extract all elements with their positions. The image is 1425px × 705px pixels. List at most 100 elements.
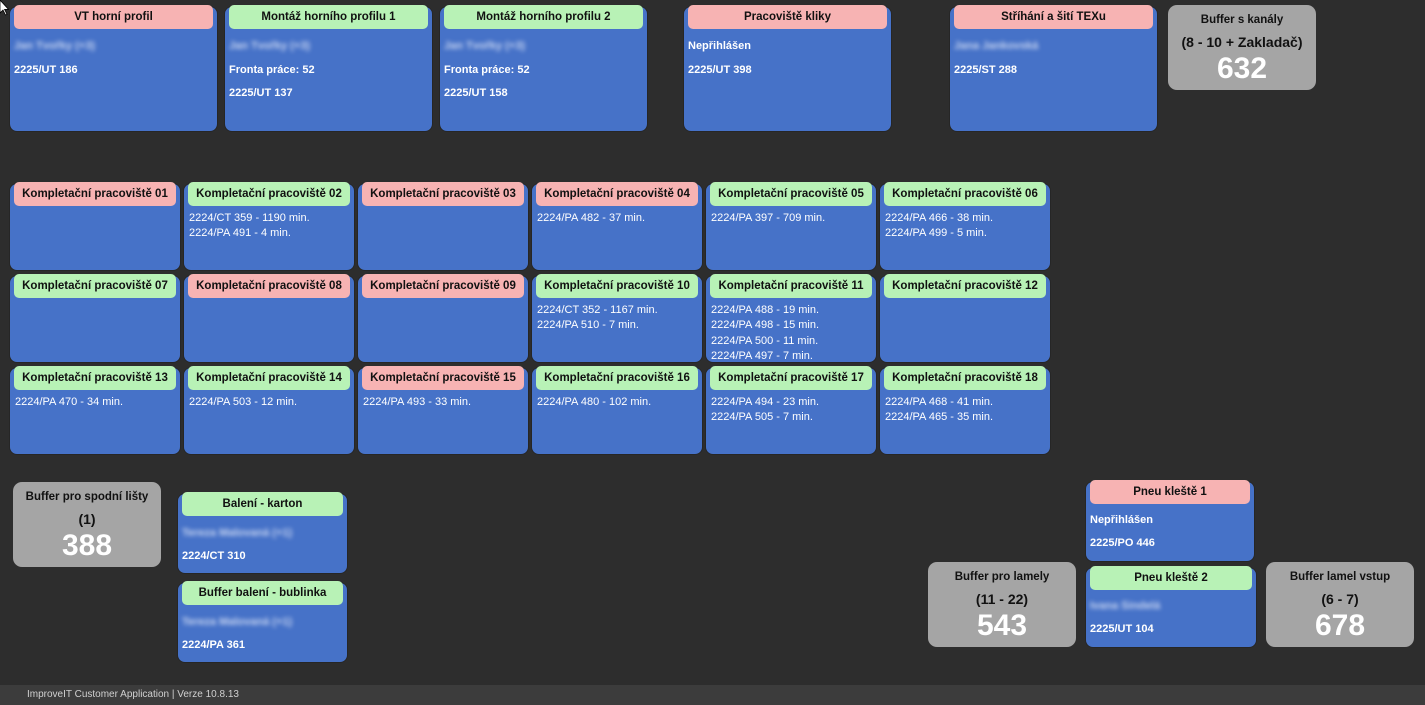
buffer-lamely[interactable]: Buffer pro lamely (11 - 22) 543: [928, 562, 1076, 647]
station-title: Pracoviště kliky: [688, 5, 887, 29]
login-status: Nepřihlášen: [1090, 514, 1153, 526]
station-title: Kompletační pracoviště 11: [710, 274, 872, 298]
kompletacni-pracoviste-11[interactable]: Kompletační pracoviště 11 2224/PA 488 - 1…: [706, 274, 876, 364]
station-pneu-1[interactable]: Pneu kleště 1 Nepřihlášen 2225/PO 446: [1086, 480, 1254, 561]
buffer-value: 543: [976, 609, 1028, 642]
buffer-subtitle: (6 - 7): [1321, 591, 1359, 607]
work-queue: Fronta práce: 52: [229, 64, 315, 76]
work-order-item: 2224/PA 470 - 34 min.: [15, 396, 124, 408]
station-title: Pneu kleště 2: [1090, 566, 1252, 590]
current-order: 2225/UT 186: [14, 64, 78, 76]
work-order-list: 2224/PA 493 - 33 min.: [363, 395, 524, 410]
station-baleni-bublinka[interactable]: Buffer balení - bublinka Tereza Malovaná…: [178, 581, 347, 662]
station-title: Montáž horního profilu 1: [229, 5, 428, 29]
kompletacni-pracoviste-05[interactable]: Kompletační pracoviště 05 2224/PA 397 - 7…: [706, 182, 876, 270]
station-title: Kompletační pracoviště 07: [14, 274, 176, 298]
station-title: Buffer balení - bublinka: [182, 581, 343, 605]
station-title: Kompletační pracoviště 03: [362, 182, 524, 206]
operator-name: Jan Tvořky (+3): [444, 40, 526, 52]
buffer-lamel-vstup[interactable]: Buffer lamel vstup (6 - 7) 678: [1266, 562, 1414, 647]
kompletacni-pracoviste-18[interactable]: Kompletační pracoviště 18 2224/PA 468 - 4…: [880, 366, 1050, 454]
station-title: Kompletační pracoviště 18: [884, 366, 1046, 390]
station-title: Pneu kleště 1: [1090, 480, 1250, 504]
station-title: Kompletační pracoviště 06: [884, 182, 1046, 206]
mouse-pointer-icon: [0, 0, 10, 16]
station-title: Kompletační pracoviště 15: [362, 366, 524, 390]
work-order-item: 2224/PA 494 - 23 min.: [711, 396, 820, 408]
station-title: Kompletační pracoviště 10: [536, 274, 698, 298]
buffer-spodni-listy[interactable]: Buffer pro spodní lišty (1) 388: [13, 482, 161, 567]
station-title: Kompletační pracoviště 01: [14, 182, 176, 206]
work-order-list: 2224/PA 397 - 709 min.: [711, 211, 872, 226]
buffer-subtitle: (8 - 10 + Zakladač): [1181, 34, 1303, 50]
work-order-list: 2224/PA 488 - 19 min.2224/PA 498 - 15 mi…: [711, 303, 872, 364]
station-title: Kompletační pracoviště 12: [884, 274, 1046, 298]
station-kliky[interactable]: Pracoviště kliky Nepřihlášen 2225/UT 398: [684, 5, 891, 131]
kompletacni-pracoviste-15[interactable]: Kompletační pracoviště 15 2224/PA 493 - 3…: [358, 366, 528, 454]
buffer-title: Buffer pro spodní lišty: [25, 491, 149, 503]
work-order-item: 2224/PA 482 - 37 min.: [537, 212, 646, 224]
station-title: Kompletační pracoviště 08: [188, 274, 350, 298]
kompletacni-pracoviste-07[interactable]: Kompletační pracoviště 07: [10, 274, 180, 362]
kompletacni-pracoviste-09[interactable]: Kompletační pracoviště 09: [358, 274, 528, 362]
station-title: Kompletační pracoviště 02: [188, 182, 350, 206]
current-order: 2225/ST 288: [954, 64, 1017, 76]
buffer-value: 632: [1216, 52, 1268, 85]
operator-name: Ivana Šindelá: [1090, 600, 1161, 612]
work-order-item: 2224/PA 480 - 102 min.: [537, 396, 652, 408]
work-order-list: 2224/CT 359 - 1190 min. 2224/PA 491 - 4 m…: [189, 211, 350, 242]
station-title: Kompletační pracoviště 16: [536, 366, 698, 390]
kompletacni-pracoviste-16[interactable]: Kompletační pracoviště 16 2224/PA 480 - 1…: [532, 366, 702, 454]
work-order-item: 2224/PA 503 - 12 min.: [189, 396, 298, 408]
work-order-item: 2224/PA 491 - 4 min.: [189, 227, 291, 240]
station-pneu-2[interactable]: Pneu kleště 2 Ivana Šindelá 2225/UT 104: [1086, 566, 1256, 647]
station-title: Kompletační pracoviště 09: [362, 274, 524, 298]
kompletacni-pracoviste-14[interactable]: Kompletační pracoviště 14 2224/PA 503 - 1…: [184, 366, 354, 454]
kompletacni-pracoviste-12[interactable]: Kompletační pracoviště 12: [880, 274, 1050, 362]
work-order-item: 2224/PA 468 - 41 min.: [885, 396, 994, 408]
operator-name: Jan Tvořky (+3): [229, 40, 311, 52]
buffer-value: 678: [1314, 609, 1366, 642]
station-strihani-tex[interactable]: Stříhání a šití TEXu Jana Jankovská 2225…: [950, 5, 1157, 131]
station-vt-horni-profil[interactable]: VT horní profil Jan Tvořky (+3) 2225/UT …: [10, 5, 217, 131]
work-order-list: 2224/PA 466 - 38 min.2224/PA 499 - 5 min…: [885, 211, 1046, 242]
login-status: Nepřihlášen: [688, 40, 751, 52]
current-order: 2224/PA 361: [182, 639, 245, 651]
work-order-item: 2224/CT 359 - 1190 min.: [189, 212, 310, 224]
work-order-list: 2224/PA 470 - 34 min.: [15, 395, 176, 410]
station-title: Montáž horního profilu 2: [444, 5, 643, 29]
buffer-kanaly[interactable]: Buffer s kanály (8 - 10 + Zakladač) 632: [1168, 5, 1316, 90]
work-order-list: 2224/PA 482 - 37 min.: [537, 211, 698, 226]
kompletacni-pracoviste-08[interactable]: Kompletační pracoviště 08: [184, 274, 354, 362]
station-title: Stříhání a šití TEXu: [954, 5, 1153, 29]
kompletacni-pracoviste-10[interactable]: Kompletační pracoviště 10 2224/CT 352 - 1…: [532, 274, 702, 362]
current-order: 2225/UT 158: [444, 87, 508, 99]
work-queue: Fronta práce: 52: [444, 64, 530, 76]
work-order-list: 2224/CT 352 - 1167 min.2224/PA 510 - 7 m…: [537, 303, 698, 334]
kompletacni-pracoviste-02[interactable]: Kompletační pracoviště 02 2224/CT 359 - 1…: [184, 182, 354, 270]
work-order-item: 2224/PA 497 - 7 min.: [711, 349, 813, 362]
operator-name: Jana Jankovská: [954, 40, 1039, 52]
station-montaz-1[interactable]: Montáž horního profilu 1 Jan Tvořky (+3)…: [225, 5, 432, 131]
work-order-list: 2224/PA 503 - 12 min.: [189, 395, 350, 410]
work-order-item: 2224/PA 500 - 11 min.: [711, 334, 819, 347]
station-montaz-2[interactable]: Montáž horního profilu 2 Jan Tvořky (+3)…: [440, 5, 647, 131]
work-order-list: 2224/PA 480 - 102 min.: [537, 395, 698, 410]
station-title: Kompletační pracoviště 05: [710, 182, 872, 206]
kompletacni-pracoviste-06[interactable]: Kompletační pracoviště 06 2224/PA 466 - 3…: [880, 182, 1050, 270]
status-bar: ImproveIT Customer Application | Verze 1…: [0, 685, 1425, 705]
current-order: 2225/UT 137: [229, 87, 293, 99]
current-order: 2225/UT 104: [1090, 623, 1154, 635]
kompletacni-pracoviste-03[interactable]: Kompletační pracoviště 03: [358, 182, 528, 270]
kompletacni-pracoviste-01[interactable]: Kompletační pracoviště 01: [10, 182, 180, 270]
work-order-item: 2224/PA 488 - 19 min.: [711, 304, 820, 316]
buffer-title: Buffer s kanály: [1200, 14, 1284, 26]
station-baleni-karton[interactable]: Balení - karton Tereza Malovaná (+1) 222…: [178, 492, 347, 573]
station-title: Kompletační pracoviště 14: [188, 366, 350, 390]
work-order-item: 2224/PA 499 - 5 min.: [885, 227, 987, 240]
work-order-list: 2224/PA 494 - 23 min. 2224/PA 505 - 7 min…: [711, 395, 872, 426]
work-order-item: 2224/PA 505 - 7 min.: [711, 411, 813, 424]
